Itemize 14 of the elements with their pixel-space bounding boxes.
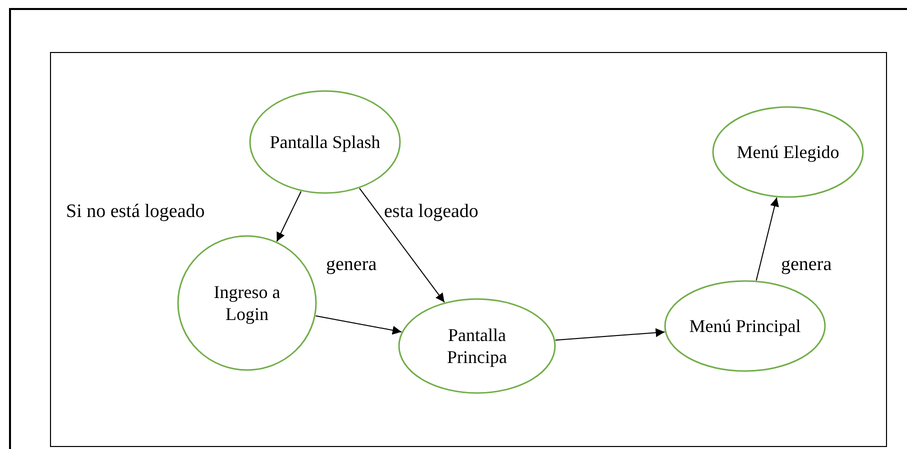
arrow xyxy=(276,190,302,242)
state-label: Pantalla Principa xyxy=(446,324,508,368)
annotation-text: Si no está logeado xyxy=(66,201,205,223)
arrow xyxy=(756,197,779,281)
state-label: Ingreso a Login xyxy=(212,281,282,325)
annotation-text: esta logeado xyxy=(384,201,478,223)
annotation-text: genera xyxy=(781,254,832,276)
arrow xyxy=(554,328,666,341)
arrow xyxy=(315,315,402,335)
state-label: Menú Elegido xyxy=(736,141,840,163)
annotation-text: genera xyxy=(326,254,377,276)
state-label: Pantalla Splash xyxy=(268,131,382,153)
arrow xyxy=(359,188,445,303)
state-label: Menú Principal xyxy=(688,315,802,337)
